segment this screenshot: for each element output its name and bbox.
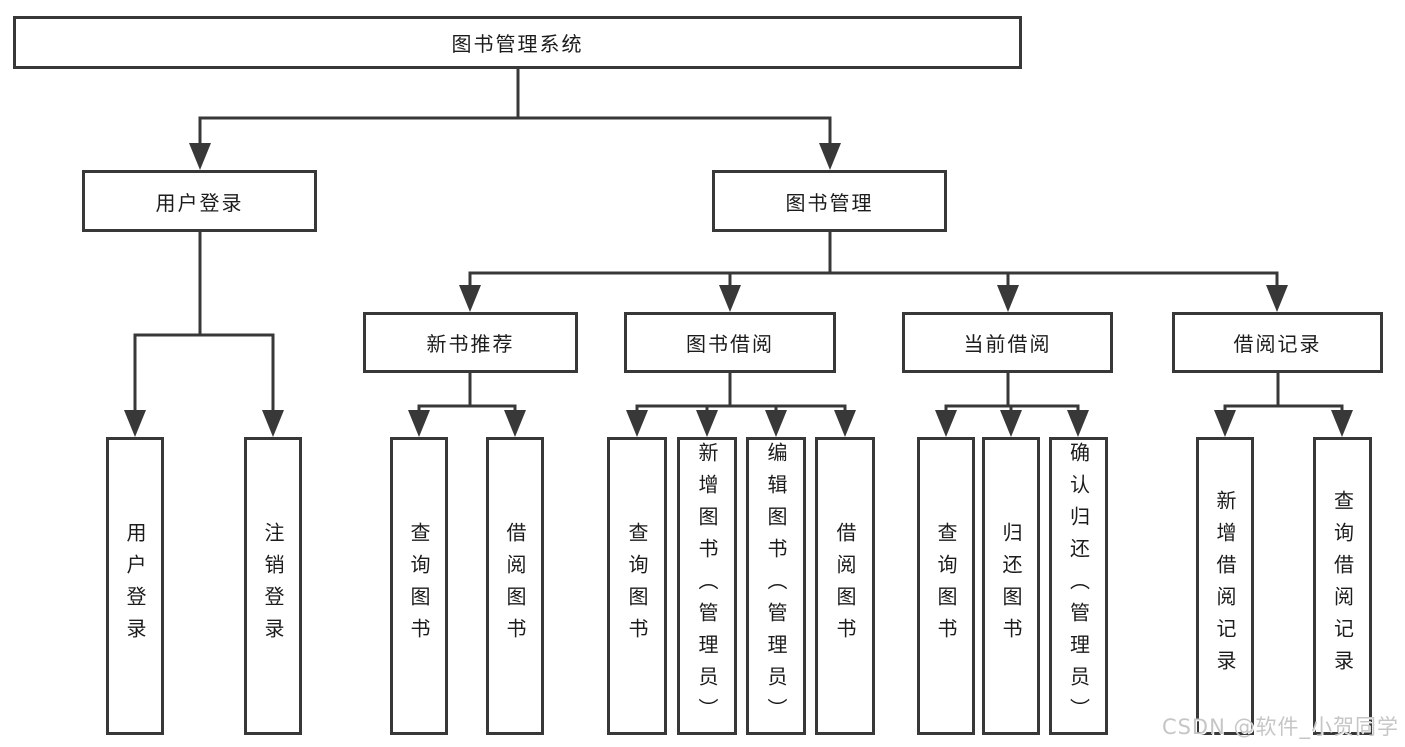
- node-label: 借阅图书: [503, 522, 527, 650]
- node-label: 归还图书: [999, 522, 1023, 650]
- node-label: 新增图书（管理员）: [695, 442, 719, 730]
- connector-new-book-rec-children: [408, 372, 526, 437]
- node-label: 注销登录: [261, 522, 285, 650]
- leaf-bb-edit-books-admin: 编辑图书（管理员）: [746, 437, 806, 735]
- node-label: 编辑图书（管理员）: [764, 442, 788, 730]
- leaf-bb-borrow-books: 借阅图书: [815, 437, 875, 735]
- leaf-br-add-record: 新增借阅记录: [1196, 437, 1254, 735]
- connector-borrow-records-children: [1214, 372, 1353, 437]
- leaf-cb-return-books: 归还图书: [982, 437, 1040, 735]
- connector-root-to-level2: [189, 68, 841, 170]
- node-label: 借阅图书: [833, 522, 857, 650]
- node-label: 当前借阅: [963, 332, 1052, 356]
- node-label: 新书推荐: [426, 332, 515, 356]
- leaf-cb-query-books: 查询图书: [917, 437, 975, 735]
- leaf-logout: 注销登录: [244, 437, 302, 735]
- leaf-nbr-borrow-books: 借阅图书: [486, 437, 544, 735]
- node-user-login: 用户登录: [82, 170, 317, 232]
- leaf-bb-add-books-admin: 新增图书（管理员）: [677, 437, 737, 735]
- node-label: 查询借阅记录: [1330, 490, 1355, 682]
- csdn-watermark: CSDN @软件_小贺同学: [1161, 715, 1399, 739]
- connector-book-borrow-children: [626, 372, 856, 437]
- node-book-borrow: 图书借阅: [624, 312, 836, 373]
- node-new-book-rec: 新书推荐: [363, 312, 578, 373]
- node-label: 查询图书: [934, 522, 958, 650]
- connector-user-login-children: [124, 231, 284, 437]
- connector-current-borrow-children: [935, 372, 1089, 437]
- node-label: 图书管理: [785, 190, 874, 215]
- node-label: 查询图书: [407, 522, 431, 650]
- node-label: 借阅记录: [1233, 332, 1322, 356]
- node-root: 图书管理系统: [13, 16, 1022, 69]
- node-label: 图书管理系统: [451, 32, 584, 56]
- leaf-bb-query-books: 查询图书: [607, 437, 667, 735]
- node-current-borrow: 当前借阅: [902, 312, 1113, 373]
- node-label: 新增借阅记录: [1213, 490, 1237, 682]
- leaf-cb-confirm-return-admin: 确认归还（管理员）: [1049, 437, 1108, 735]
- node-book-mgmt: 图书管理: [712, 170, 947, 232]
- node-borrow-records: 借阅记录: [1172, 312, 1383, 373]
- connector-book-mgmt-children: [459, 232, 1288, 312]
- leaf-nbr-query-books: 查询图书: [390, 437, 448, 735]
- node-label: 用户登录: [155, 190, 244, 215]
- leaf-br-query-record: 查询借阅记录: [1313, 437, 1372, 735]
- leaf-user-login: 用户登录: [106, 437, 164, 735]
- node-label: 图书借阅: [686, 332, 774, 356]
- node-label: 查询图书: [625, 522, 649, 650]
- node-label: 用户登录: [123, 522, 147, 650]
- node-label: 确认归还（管理员）: [1066, 442, 1091, 730]
